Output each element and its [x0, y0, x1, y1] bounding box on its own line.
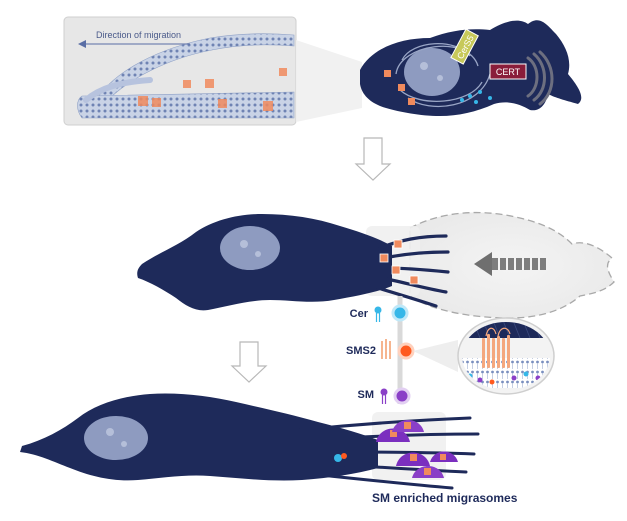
inset-upper-membrane [95, 33, 295, 105]
middle-retraction-fibers [376, 234, 450, 308]
cer-row: Cer [350, 304, 409, 322]
sm-lipid-icon [380, 388, 388, 404]
cert-label-box: CERT [489, 63, 527, 80]
sm-migrasomes [376, 420, 458, 478]
cer-node-icon [391, 304, 409, 322]
middle-migrasomes [379, 239, 419, 285]
sms2-label: SMS2 [346, 345, 376, 357]
migration-arrow-icon [474, 252, 546, 276]
top-cell-body [360, 20, 582, 116]
sms2-enzyme-icon [381, 339, 391, 359]
sms2-row: SMS2 [346, 339, 415, 360]
sms2-node-icon [397, 342, 415, 360]
top-cell-cer-dots [460, 90, 492, 104]
membrane-zoom-connector [413, 340, 458, 372]
middle-cell-nucleus [220, 226, 280, 270]
cert-label: CERT [496, 67, 521, 77]
bottom-cell-nucleus [84, 416, 148, 460]
sm-label: SM [358, 389, 375, 401]
top-cell-vesicles [384, 70, 415, 105]
top-cell: CerS5 CERT [360, 20, 582, 116]
caption: SM enriched migrasomes [372, 491, 518, 505]
cer-lipid-icon [374, 306, 382, 322]
inset-vesicles [138, 68, 287, 111]
membrane-zoom-circle [457, 317, 555, 395]
inset-retraction-fiber [83, 77, 153, 103]
sm-row: SM [358, 387, 411, 405]
zoom-cone [296, 40, 362, 122]
inset-panel: Direction of migration [63, 16, 297, 126]
bottom-cell [20, 393, 480, 490]
inset-lower-membrane [77, 91, 295, 119]
sm-node-icon [393, 387, 411, 405]
step-arrow-icon [354, 137, 392, 181]
middle-cell [137, 214, 450, 311]
cer-label: Cer [350, 308, 369, 320]
direction-arrow-head-icon [78, 40, 86, 48]
golgi-icon [526, 50, 554, 106]
bottom-cell-body [20, 393, 378, 481]
step-arrow-2-icon [230, 341, 268, 383]
sms2-transmembrane-icon [482, 334, 510, 368]
direction-label: Direction of migration [96, 30, 181, 40]
top-cell-nucleus [404, 48, 460, 96]
